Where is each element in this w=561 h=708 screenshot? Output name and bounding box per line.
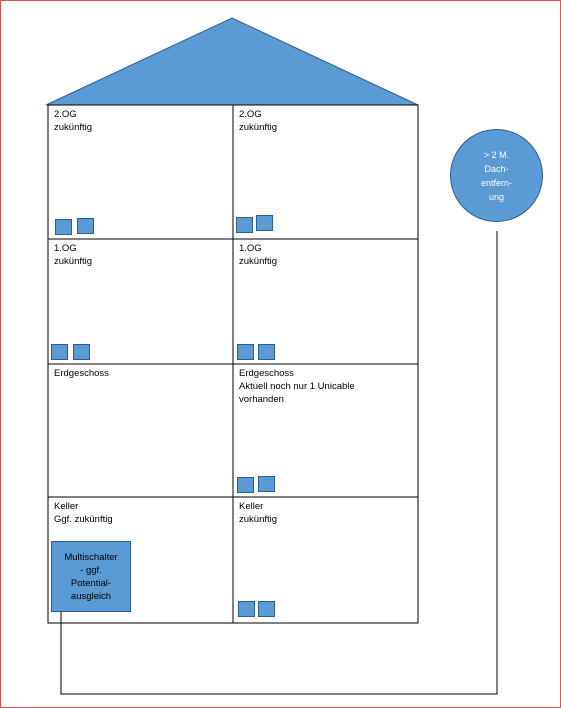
outlet-box — [258, 344, 275, 360]
room-2og-left: 2.OG zukünftig — [48, 105, 233, 239]
room-label: 1.OG zukünftig — [239, 243, 278, 267]
room-label: Keller Ggf. zukünftig — [54, 501, 113, 525]
satellite-dish-circle: > 2 M. Dach- entfern- ung — [450, 129, 543, 222]
room-eg-right: Erdgeschoss Aktuell noch nur 1 Unicable … — [233, 364, 418, 497]
room-keller-right: Keller zukünftig — [233, 497, 418, 623]
outlet-box — [55, 219, 72, 235]
room-1og-right: 1.OG zukünftig — [233, 239, 418, 364]
multiswitch-box: Multischalter - ggf. Potential- ausgleic… — [51, 541, 131, 612]
outlet-box — [73, 344, 90, 360]
room-label: 1.OG zukünftig — [54, 243, 93, 267]
outlet-box — [238, 601, 255, 617]
room-eg-left: Erdgeschoss — [48, 364, 233, 497]
room-keller-left: Keller Ggf. zukünftig — [48, 497, 233, 623]
room-1og-left: 1.OG zukünftig — [48, 239, 233, 364]
roof — [45, 17, 419, 106]
room-label: Keller zukünftig — [239, 501, 278, 525]
room-label: Erdgeschoss — [54, 368, 109, 379]
outlet-box — [237, 477, 254, 493]
outlet-box — [258, 476, 275, 492]
room-2og-right: 2.OG zukünftig — [233, 105, 418, 239]
outlet-box — [258, 601, 275, 617]
outlet-box — [256, 215, 273, 231]
outlet-box — [51, 344, 68, 360]
cable-connection — [60, 231, 498, 695]
outlet-box — [77, 218, 94, 234]
room-label: Erdgeschoss Aktuell noch nur 1 Unicable … — [239, 368, 355, 405]
outlet-box — [237, 344, 254, 360]
room-label: 2.OG zukünftig — [54, 109, 93, 133]
outlet-box — [236, 217, 253, 233]
room-label: 2.OG zukünftig — [239, 109, 278, 133]
